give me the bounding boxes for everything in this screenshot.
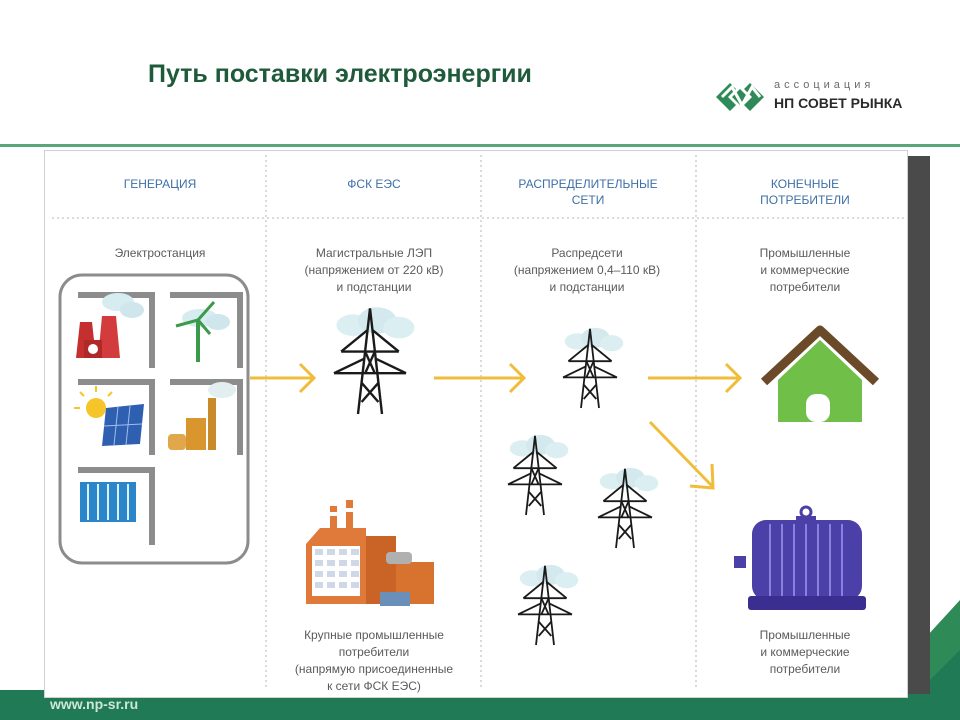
electric-motor-icon	[734, 505, 866, 610]
large-consumers-label: Крупные промышленные потребители (напрям…	[294, 628, 454, 693]
hydro-plant-icon	[80, 482, 136, 522]
column-description-distribution: Распредсети (напряжением 0,4–110 кВ) и п…	[513, 246, 661, 294]
column-heading-fsk: ФСК ЕЭС	[347, 177, 401, 191]
transmission-tower-icon	[332, 306, 416, 416]
logo-icon	[716, 83, 764, 111]
column-heading-distribution: РАСПРЕДЕЛИТЕЛЬНЫЕ СЕТИ	[518, 177, 658, 207]
column-description-generation: Электростанция	[114, 246, 206, 260]
house-icon	[760, 325, 880, 422]
logo-name: НП СОВЕТ РЫНКА	[774, 95, 903, 111]
panel-shadow	[904, 156, 930, 694]
footer-url[interactable]: www.np-sr.ru	[50, 696, 139, 712]
generation-group	[58, 273, 250, 565]
column-description-fsk: Магистральные ЛЭП (напряжением от 220 кВ…	[304, 246, 444, 294]
column-heading-generation: ГЕНЕРАЦИЯ	[123, 177, 197, 191]
transmission-tower-icon	[517, 564, 580, 646]
solar-plant-icon	[74, 386, 144, 446]
end-consumers-label: Промышленные и коммерческие потребители	[759, 628, 851, 676]
page-title: Путь поставки электроэнергии	[148, 60, 532, 88]
logo: ассоциация НП СОВЕТ РЫНКА	[712, 75, 922, 125]
industrial-plant-icon	[168, 382, 236, 450]
column-description-consumers: Промышленные и коммерческие потребители	[759, 246, 851, 294]
transmission-tower-icon	[597, 466, 660, 549]
factory-icon	[306, 500, 434, 606]
wind-turbine-icon	[175, 301, 230, 362]
logo-tagline: ассоциация	[774, 79, 875, 91]
thermal-plant-icon	[76, 293, 144, 358]
column-heading-consumers: КОНЕЧНЫЕ ПОТРЕБИТЕЛИ	[760, 177, 850, 207]
transmission-tower-icon	[562, 326, 625, 409]
flow-arrows	[250, 362, 743, 490]
header-divider	[0, 144, 960, 147]
transmission-tower-icon	[507, 433, 570, 516]
